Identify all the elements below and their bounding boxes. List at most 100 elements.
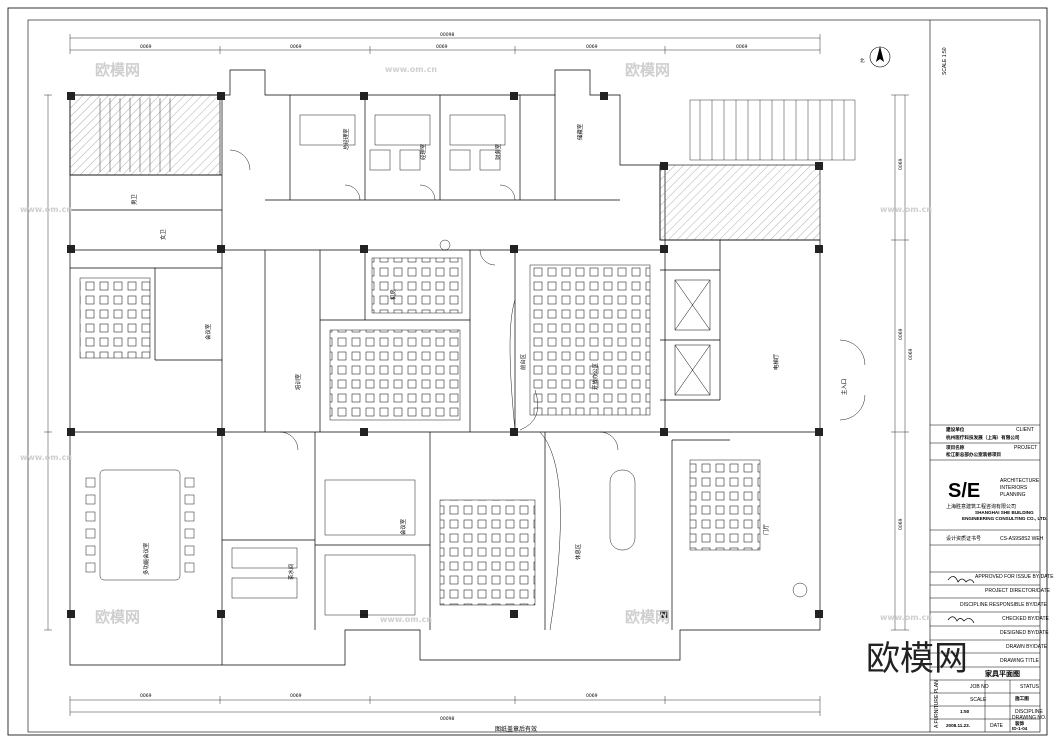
client-label-cn: 建设单位 bbox=[945, 426, 965, 433]
room-label-server: 机房 bbox=[389, 289, 397, 300]
watermark-brand-2: 欧模网 bbox=[625, 61, 670, 79]
stair-left-treads bbox=[99, 98, 171, 172]
dimension-bottom-1: 0069 bbox=[140, 693, 152, 699]
signature-images bbox=[947, 576, 975, 624]
furniture bbox=[79, 114, 866, 631]
drawing-no-label: DRAWING NO. bbox=[1012, 715, 1046, 721]
stair-right-treads bbox=[689, 99, 856, 161]
dimension-right bbox=[891, 94, 909, 631]
registration-value: CS-AS9S8S2 WEH bbox=[1000, 536, 1044, 542]
titleblock: 建设单位 CLIENT 杭州医疗科技发展（上海）有限公司 项目名称 PROJEC… bbox=[930, 424, 1054, 732]
dimension-bottom bbox=[69, 696, 821, 716]
watermark-site-3: www.om.cn bbox=[20, 205, 72, 214]
drawing-title-vertical: A FURNITURE PLAN bbox=[934, 680, 940, 728]
room-label-toilet-f: 女卫 bbox=[159, 229, 167, 240]
watermark-brand-1: 欧模网 bbox=[95, 61, 140, 79]
dimension-top bbox=[69, 34, 821, 54]
designed-label: DESIGNED BY/DATE bbox=[1000, 630, 1049, 636]
drawing-title-label: DRAWING TITLE bbox=[1000, 658, 1040, 664]
watermark-brand-4: 欧模网 bbox=[625, 608, 670, 626]
drawing-frame bbox=[27, 19, 1041, 733]
room-label-hall: 门厅 bbox=[762, 524, 770, 535]
watermark-large: 欧模网 bbox=[866, 639, 968, 679]
drawing-no-value: ID-1-04 bbox=[1012, 726, 1028, 731]
client-value: 杭州医疗科技发展（上海）有限公司 bbox=[946, 434, 1020, 441]
stair-right bbox=[659, 164, 821, 241]
watermark-brand-3: 欧模网 bbox=[95, 608, 140, 626]
approved-label: APPROVED FOR ISSUE BY/DATE bbox=[975, 574, 1054, 580]
overall-dimension-bottom: 00098 bbox=[440, 716, 454, 722]
room-labels: 总经理室 经理室 财务室 培训室 前台区 开放办公区 电梯厅 主入口 多功能会议… bbox=[131, 123, 848, 580]
discipline-label: DISCIPLINE bbox=[1015, 709, 1043, 715]
watermark-site-5: www.om.cn bbox=[880, 613, 932, 622]
room-label-conference: 会议室 bbox=[204, 323, 212, 340]
room-label-meeting: 会议室 bbox=[399, 518, 407, 535]
dimension-right-4: 0069 bbox=[908, 348, 914, 360]
dimension-top-2: 0069 bbox=[290, 44, 302, 50]
status-label: STATUS bbox=[1020, 684, 1040, 690]
drawing-title-value: 家具平面图 bbox=[985, 669, 1020, 678]
scale-vertical: SCALE 1:50 bbox=[942, 47, 948, 75]
room-label-main-entrance: 主入口 bbox=[840, 379, 848, 395]
room-label-reception: 前台区 bbox=[519, 353, 527, 370]
watermark-site-6: www.om.cn bbox=[20, 453, 72, 462]
dimension-bottom-3: 0069 bbox=[586, 693, 598, 699]
room-label-storage: 储藏室 bbox=[576, 123, 584, 140]
watermark-site-1: www.om.cn bbox=[385, 65, 437, 74]
room-label-finance: 财务室 bbox=[494, 143, 502, 160]
dimension-top-5: 0069 bbox=[736, 44, 748, 50]
room-label-toilet-m: 男卫 bbox=[131, 194, 138, 205]
discipline-value: 装饰 bbox=[1014, 720, 1025, 727]
company-logo: S/E bbox=[948, 480, 980, 502]
watermark-site-4: www.om.cn bbox=[380, 615, 432, 624]
dimension-right-1: 0069 bbox=[898, 158, 904, 170]
checked-label: CHECKED BY/DATE bbox=[1002, 616, 1050, 622]
dimension-bottom-2: 0069 bbox=[290, 693, 302, 699]
scale-value: 1:50 bbox=[960, 709, 970, 714]
svg-text:北: 北 bbox=[860, 57, 865, 64]
discipline-responsible-label: DISCIPLINE RESPONSIBLE BY/DATE bbox=[960, 602, 1048, 608]
firm-line-2: INTERIORS bbox=[1000, 485, 1028, 491]
status-value: 施工图 bbox=[1014, 695, 1029, 702]
firm-line-3: PLANNING bbox=[1000, 492, 1026, 498]
dimension-right-3: 0069 bbox=[898, 518, 904, 530]
firm-en-1: SHANGHAI SHE BUILDING bbox=[975, 510, 1034, 515]
dimension-top-3: 0069 bbox=[436, 44, 448, 50]
overall-dimension-top: 00098 bbox=[440, 32, 454, 38]
room-label-pantry: 茶水间 bbox=[287, 564, 295, 580]
project-label-cn: 项目名称 bbox=[946, 444, 965, 451]
dimension-left bbox=[44, 94, 52, 631]
job-no-label: JOB NO bbox=[970, 684, 989, 690]
stair-left bbox=[69, 94, 221, 176]
room-label-lounge: 休息区 bbox=[574, 543, 582, 560]
watermarks: 欧模网 欧模网 欧模网 欧模网 www.om.cn www.om.cn www.… bbox=[20, 61, 932, 626]
north-arrow-icon: 北 bbox=[860, 46, 891, 68]
drawn-label: DRAWN BY/DATE bbox=[1006, 644, 1048, 650]
elevator-shafts bbox=[674, 279, 711, 396]
bottom-caption: 图纸盖章后有效 bbox=[495, 725, 537, 733]
structural-columns bbox=[67, 92, 823, 618]
date-value: 2008.11.23. bbox=[946, 723, 970, 728]
room-label-elevator-hall: 电梯厅 bbox=[772, 353, 780, 370]
watermark-site-2: www.om.cn bbox=[880, 205, 932, 214]
room-label-multi-function: 多功能会议室 bbox=[142, 542, 150, 575]
project-label: PROJECT bbox=[1014, 445, 1037, 451]
room-label-manager: 经理室 bbox=[419, 143, 427, 160]
client-label: CLIENT bbox=[1016, 427, 1034, 433]
room-label-office: 总经理室 bbox=[342, 128, 350, 150]
room-label-training: 培训室 bbox=[294, 373, 302, 390]
dimension-right-2: 0069 bbox=[898, 328, 904, 340]
firm-cn: 上海胜意建筑工程咨询有限公司 bbox=[946, 503, 1016, 510]
dimension-top-1: 0069 bbox=[140, 44, 152, 50]
room-label-open-office: 开放办公区 bbox=[591, 362, 599, 390]
director-label: PROJECT DIRECTOR/DATE bbox=[985, 588, 1051, 594]
registration-label: 设计资质证书号 bbox=[946, 535, 981, 542]
date-label: DATE bbox=[990, 723, 1004, 729]
project-value: 松江新总部办公室装修项目 bbox=[946, 451, 1001, 458]
scale-label: SCALE bbox=[970, 697, 987, 703]
dimension-top-4: 0069 bbox=[586, 44, 598, 50]
sheet-border bbox=[7, 7, 1048, 736]
firm-en-2: ENGINEERING CONSULTING CO., LTD. bbox=[962, 516, 1047, 521]
firm-line-1: ARCHITECTURE bbox=[1000, 478, 1040, 484]
